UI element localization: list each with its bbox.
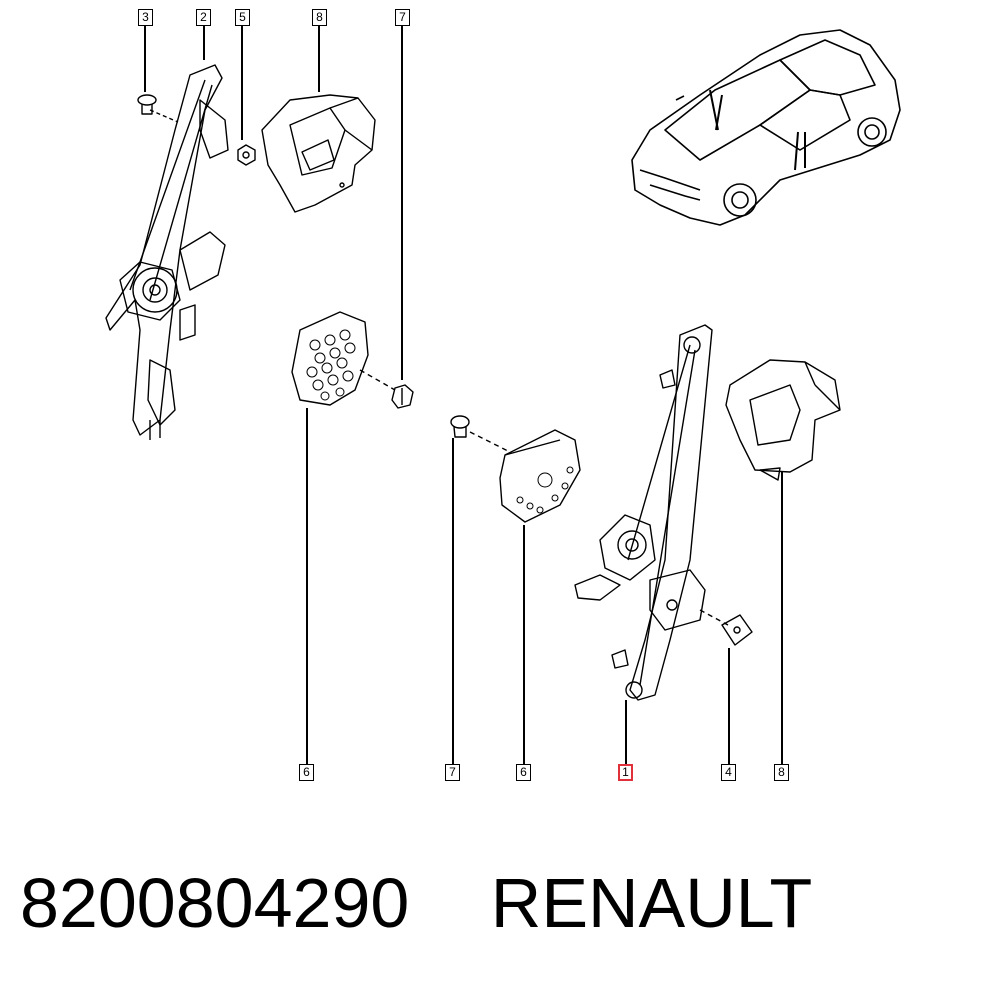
callout-6: 6 xyxy=(299,764,314,781)
callout-8: 8 xyxy=(774,764,789,781)
foam-pad-right-part-6 xyxy=(499,429,581,523)
caption: 8200804290 RENAULT xyxy=(20,858,812,948)
callout-1-highlighted: 1 xyxy=(618,764,633,781)
callout-6: 6 xyxy=(516,764,531,781)
callout-2: 2 xyxy=(196,9,211,26)
callout-7: 7 xyxy=(445,764,460,781)
car-illustration xyxy=(631,29,901,226)
left-window-regulator xyxy=(105,64,229,440)
foam-pad-left-part-6 xyxy=(291,311,396,406)
callout-3: 3 xyxy=(138,9,153,26)
callout-5: 5 xyxy=(235,9,250,26)
callout-4: 4 xyxy=(721,764,736,781)
callout-7: 7 xyxy=(395,9,410,26)
screw-left-part-7 xyxy=(391,384,414,409)
screw-right-part-7 xyxy=(450,415,511,453)
bolt-part-3 xyxy=(137,94,179,123)
part-number: 8200804290 xyxy=(20,864,410,942)
callout-8: 8 xyxy=(312,9,327,26)
right-window-regulator-part-1 xyxy=(574,324,729,701)
leader-lines xyxy=(144,26,783,764)
nut-part-5 xyxy=(237,144,256,166)
clip-part-4 xyxy=(721,614,753,646)
brand-name: RENAULT xyxy=(490,864,813,942)
exploded-parts-diagram xyxy=(105,26,901,764)
motor-cover-right-part-8 xyxy=(725,359,841,481)
motor-cover-top-part-8 xyxy=(261,94,376,213)
